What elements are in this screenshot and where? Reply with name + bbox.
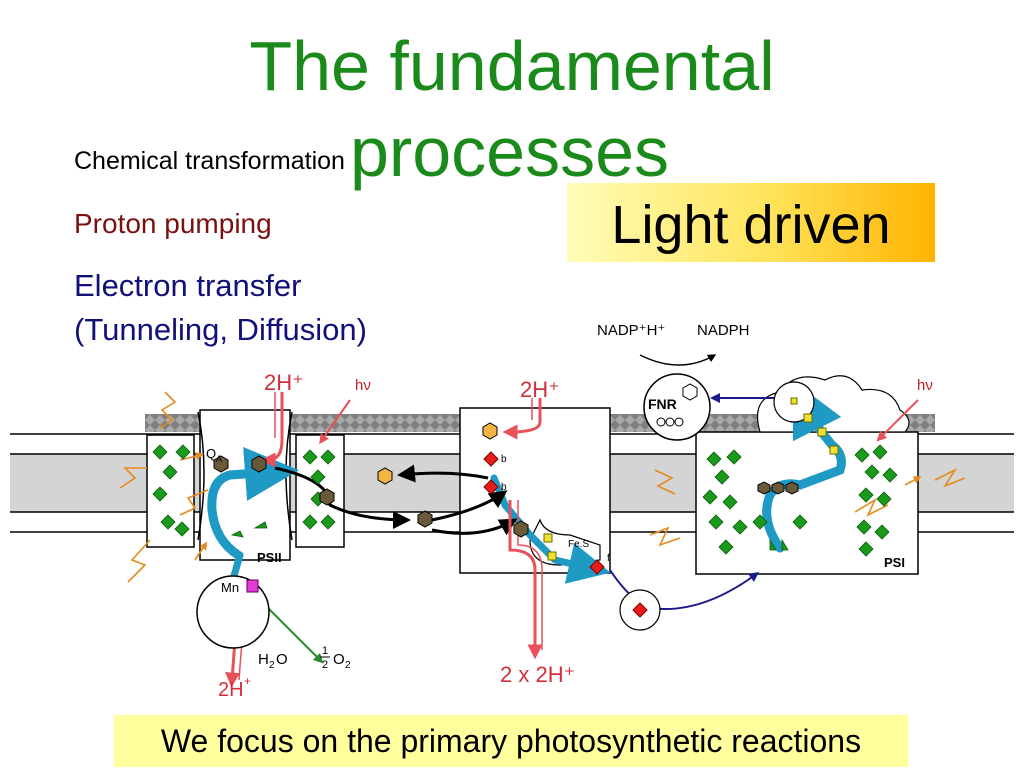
- footer-box: We focus on the primary photosynthetic r…: [114, 715, 908, 767]
- cyt-f-label: f: [607, 553, 610, 564]
- water-label: H: [258, 651, 269, 668]
- light-driven-box: Light driven: [567, 183, 935, 262]
- iron-sulfur-squares: [543, 397, 839, 561]
- fes-label: Fe.S: [568, 539, 589, 550]
- fnr-label: FNR: [648, 396, 677, 412]
- half-numerator: 1: [322, 645, 328, 657]
- heme-diamonds: [483, 451, 648, 618]
- bullet-proton-pumping: Proton pumping: [74, 208, 272, 239]
- plastoquinone-shuttle: [274, 464, 518, 536]
- psi-label: PSI: [884, 555, 905, 570]
- psii-complex: [146, 409, 345, 561]
- light-driven-label: Light driven: [611, 195, 891, 255]
- proton-in-middle-label: 2H⁺: [520, 377, 560, 402]
- footer-text: We focus on the primary photosynthetic r…: [160, 723, 862, 759]
- fnr-circle: [643, 373, 711, 441]
- title-line-2: processes: [350, 113, 670, 191]
- heme-b-top-label: b: [501, 454, 507, 465]
- oxygen-label: O: [333, 651, 345, 668]
- qa-subscript: A: [216, 454, 222, 464]
- proton-out-middle-label: 2 x 2H⁺: [500, 662, 575, 687]
- proton-out-left-sup: +: [244, 674, 251, 688]
- bullet-chemical-transformation: Chemical transformation: [74, 147, 345, 175]
- psii-label: PSII: [257, 550, 282, 565]
- hv-right-label: hν: [917, 377, 933, 394]
- half-denominator: 2: [322, 659, 328, 671]
- proton-in-left-label: 2H⁺: [264, 370, 304, 395]
- quinone-hexagons: [213, 422, 799, 538]
- mn-label: Mn: [221, 580, 239, 595]
- diagram-labels: 2H⁺ 2H⁺ hν hν NADP⁺H⁺ NADPH FNR Q A PSII…: [206, 322, 933, 701]
- nadp-label: NADP⁺H⁺: [597, 322, 665, 339]
- hv-left-label: hν: [355, 377, 371, 394]
- fnr-rings: [656, 383, 698, 427]
- chlorophyll-diamonds: [152, 444, 898, 557]
- title-line-1: The fundamental: [249, 27, 775, 105]
- nadp-arc: [639, 354, 717, 366]
- water-tail: O: [276, 651, 288, 668]
- water-subscript: 2: [269, 660, 275, 671]
- qa-label: Q: [206, 446, 216, 461]
- nadph-label: NADPH: [697, 322, 750, 339]
- photon-arrows: [319, 399, 919, 445]
- mn-square: [246, 579, 259, 593]
- excitation-arrows: [119, 391, 966, 583]
- proton-out-left-label: 2H: [218, 679, 244, 701]
- heme-b-bottom-label: b: [501, 482, 507, 493]
- mn-cluster-circle: [196, 575, 270, 649]
- oxygen-subscript: 2: [345, 660, 351, 671]
- bullet-electron-transfer: Electron transfer: [74, 268, 302, 303]
- bullet-electron-transfer-detail: (Tunneling, Diffusion): [74, 312, 367, 347]
